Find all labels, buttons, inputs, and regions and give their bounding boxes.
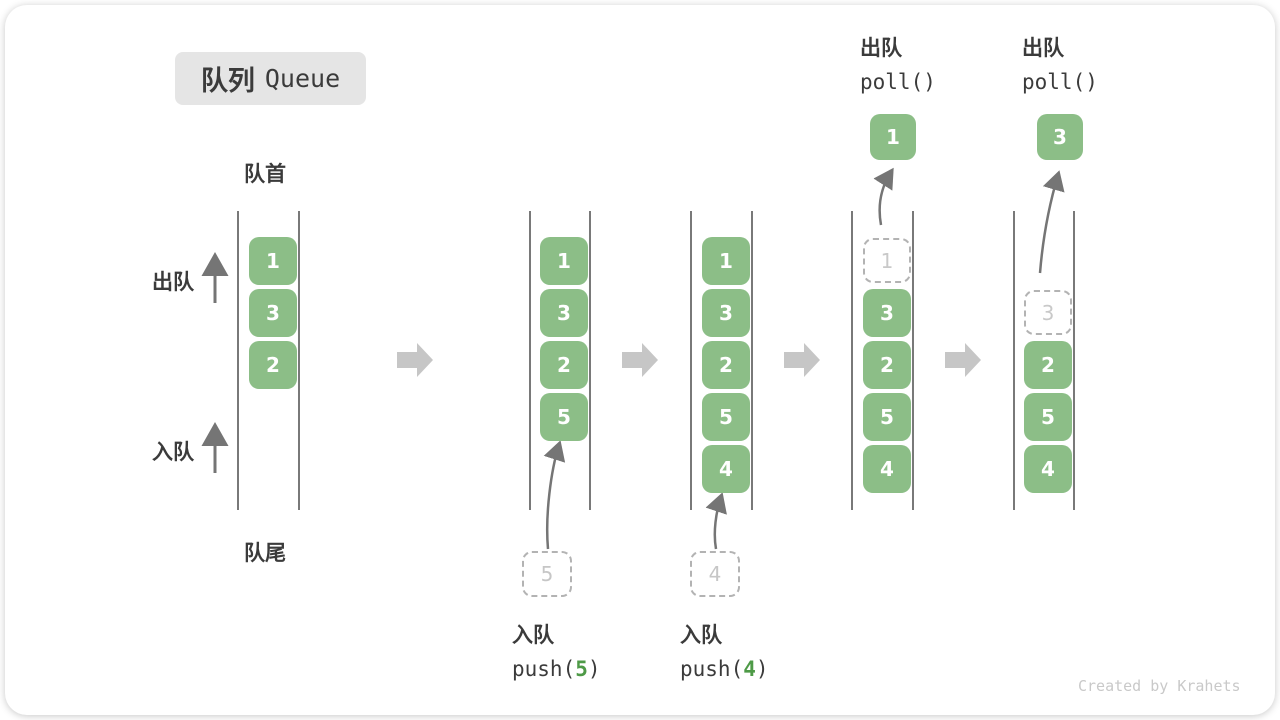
push5-zh-label: 入队 [512, 623, 554, 647]
transition-arrow-icon [622, 343, 658, 377]
queue4-ghost-cell: 1 [863, 238, 911, 283]
queue-front-label: 队首 [244, 162, 286, 186]
push4-code: push(4) [680, 657, 769, 681]
title-en: Queue [264, 64, 341, 93]
transition-arrow-icon [945, 343, 981, 377]
title-badge: 队列 Queue [175, 52, 366, 105]
poll2-code: poll() [1022, 70, 1098, 94]
transition-arrow-icon [397, 343, 433, 377]
queue5-cell: 2 [1024, 341, 1072, 389]
queue-rear-label: 队尾 [244, 541, 286, 565]
diagram-canvas: 队列 Queue 队首 队尾 出队 入队 1 3 2 1 3 2 5 1 3 2… [5, 5, 1275, 715]
queue2-cell: 5 [540, 393, 588, 441]
push5-ghost-value: 5 [522, 551, 572, 597]
queue5-cell: 4 [1024, 445, 1072, 493]
watermark: Created by Krahets [1078, 677, 1241, 695]
poll2-result-cell: 3 [1037, 114, 1083, 160]
queue-walls [237, 211, 1075, 510]
queue2-cell: 1 [540, 237, 588, 285]
title-zh: 队列 [200, 66, 255, 97]
dequeue-side-label: 出队 [152, 270, 194, 294]
enqueue-side-label: 入队 [152, 440, 194, 464]
queue4-cell: 3 [863, 289, 911, 337]
push4-arrow-icon [705, 492, 727, 550]
queue4-cell: 4 [863, 445, 911, 493]
push5-code: push(5) [512, 657, 601, 681]
poll1-zh-label: 出队 [860, 36, 902, 60]
queue3-cell: 1 [702, 237, 750, 285]
poll1-result-cell: 1 [870, 114, 916, 160]
push4-ghost-value: 4 [690, 551, 740, 597]
queue2-cell: 2 [540, 341, 588, 389]
queue5-ghost-cell: 3 [1024, 290, 1072, 335]
arrows-and-walls-layer [201, 167, 1075, 550]
poll1-label: 出队 poll() [860, 32, 936, 94]
queue1-cell: 3 [249, 289, 297, 337]
queue4-cell: 5 [863, 393, 911, 441]
queue3-cell: 4 [702, 445, 750, 493]
queue4-cell: 2 [863, 341, 911, 389]
queue2-cell: 3 [540, 289, 588, 337]
queue5-cell: 5 [1024, 393, 1072, 441]
queue3-cell: 2 [702, 341, 750, 389]
push4-zh-label: 入队 [680, 623, 722, 647]
transition-arrow-icon [784, 343, 820, 377]
poll2-zh-label: 出队 [1022, 36, 1064, 60]
push4-label: 入队 push(4) [680, 619, 769, 681]
poll1-arrow-icon [873, 167, 894, 226]
poll1-code: poll() [860, 70, 936, 94]
queue1-cell: 1 [249, 237, 297, 285]
poll2-label: 出队 poll() [1022, 32, 1098, 94]
push5-arrow-icon [543, 440, 566, 550]
queue3-cell: 5 [702, 393, 750, 441]
poll2-arrow-icon [1038, 170, 1065, 274]
queue1-cell: 2 [249, 341, 297, 389]
push5-label: 入队 push(5) [512, 619, 601, 681]
queue3-cell: 3 [702, 289, 750, 337]
